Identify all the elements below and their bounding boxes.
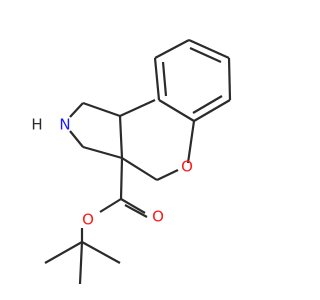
bond-c1-c2 [119, 98, 156, 118]
bond-ar4 [158, 99, 195, 122]
bond-o-ar [186, 120, 196, 164]
bonds [44, 38, 232, 285]
bond-ar-inner2 [192, 95, 223, 114]
bond-ar-inner3 [161, 61, 168, 97]
bond-ch2b-c3 [82, 145, 123, 160]
bond-ar-inner1 [189, 46, 222, 64]
bond-cq-me1 [81, 241, 121, 264]
bond-ar3 [193, 99, 231, 122]
atom-label-nh-h: H [31, 116, 42, 134]
bond-co-double1 [120, 198, 146, 214]
bond-c-oester [99, 198, 122, 213]
molecule-structure: H N O O O [31, 38, 232, 285]
bond-ar2 [227, 57, 232, 101]
bond-cq-me2 [44, 241, 83, 264]
bond-ch2a-n [69, 102, 84, 118]
bond-ar5 [153, 57, 161, 101]
bond-c2-ch2a [82, 101, 121, 118]
bond-ar6 [154, 39, 190, 59]
atom-label-carbonyl-o: O [152, 208, 164, 226]
bond-ar1 [188, 38, 230, 60]
atom-label-nh-n: N [59, 116, 70, 134]
bond-ch2-o [156, 169, 179, 181]
bond-n-ch2b [69, 130, 84, 148]
atom-labels: H N O O O [31, 116, 193, 229]
atom-label-ring-o: O [181, 158, 193, 176]
atom-label-ester-o: O [82, 211, 94, 229]
bond-co-double2 [124, 204, 148, 218]
bond-c3-cco [119, 157, 124, 200]
bond-c3-ch2 [121, 157, 158, 181]
bond-c2-c3 [118, 115, 124, 159]
bond-cq-me3 [78, 241, 84, 285]
